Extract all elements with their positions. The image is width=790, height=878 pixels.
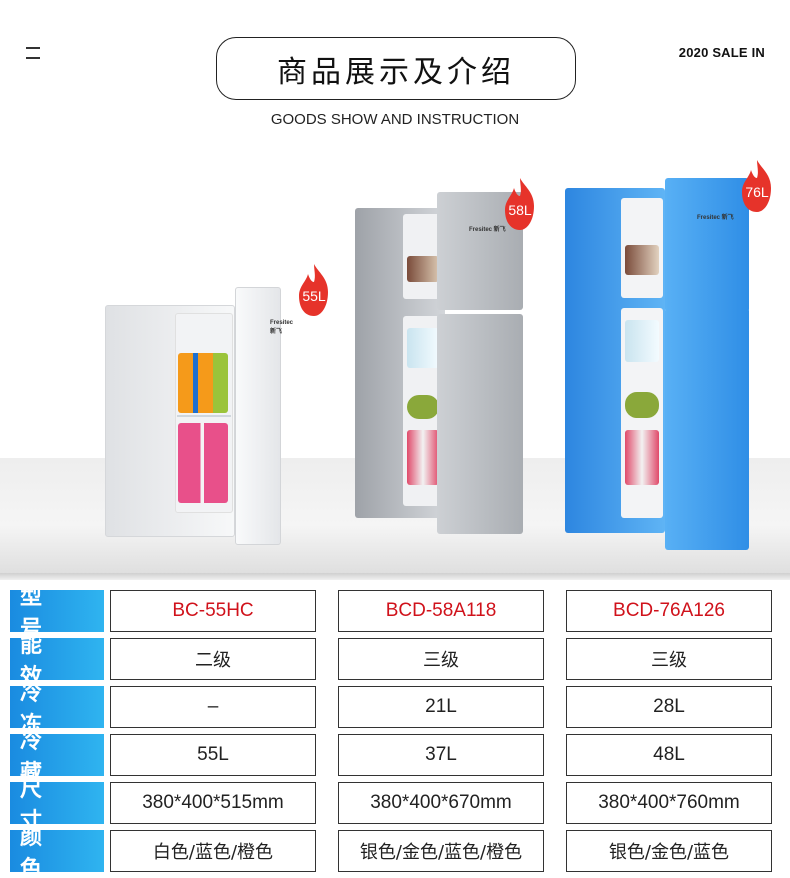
fruit <box>407 395 439 419</box>
page-subtitle: GOODS SHOW AND INSTRUCTION <box>270 111 520 128</box>
spec-cell: 37L <box>338 734 544 776</box>
spec-cell: 55L <box>110 734 316 776</box>
flame-icon <box>742 160 771 212</box>
product-showcase: Fresitec 新飞 Fresitec 新飞 Fresitec 新飞 55L … <box>0 140 790 580</box>
page-title: 商品展示及介绍 <box>216 37 576 100</box>
drink-bottles <box>178 423 228 503</box>
spec-cell: 380*400*515mm <box>110 782 316 824</box>
spec-row-size: 尺 寸 380*400*515mm 380*400*670mm 380*400*… <box>10 777 772 834</box>
ice-cream-tubs <box>625 245 659 275</box>
water-bottles <box>625 320 659 362</box>
spec-row-color: 颜 色 白色/蓝色/橙色 银色/金色/蓝色/橙色 银色/金色/蓝色 <box>10 825 772 878</box>
floor-edge <box>0 573 790 580</box>
fruit <box>625 392 659 418</box>
spec-cell: 银色/金色/蓝色 <box>566 830 772 872</box>
fridge-door[interactable] <box>665 308 749 550</box>
spec-cell: BC-55HC <box>110 590 316 632</box>
capacity-badge-76l: 76L <box>737 158 777 214</box>
sale-tag: 2020 SALE IN <box>678 45 765 60</box>
product-fridge-55l[interactable]: Fresitec 新飞 <box>105 287 293 545</box>
spec-cell: BCD-58A118 <box>338 590 544 632</box>
brand-logo: Fresitec 新飞 <box>270 320 294 335</box>
capacity-badge-55l: 55L <box>294 262 334 318</box>
spec-cell: 48L <box>566 734 772 776</box>
drink-bottles <box>625 430 659 485</box>
spec-cell: 银色/金色/蓝色/橙色 <box>338 830 544 872</box>
brand-logo: Fresitec 新飞 <box>469 227 506 233</box>
drink-bottles <box>407 430 439 485</box>
spec-cell: 白色/蓝色/橙色 <box>110 830 316 872</box>
product-fridge-58l[interactable]: Fresitec 新飞 <box>355 192 535 545</box>
spec-cell: 380*400*670mm <box>338 782 544 824</box>
spec-row-model: 型 号 BC-55HC BCD-58A118 BCD-76A126 <box>10 585 772 642</box>
spec-cell: – <box>110 686 316 728</box>
spec-cell: 三级 <box>338 638 544 680</box>
spec-row-fridge: 冷 藏 55L 37L 48L <box>10 729 772 786</box>
freezer-door[interactable] <box>665 178 749 312</box>
spec-cell: 21L <box>338 686 544 728</box>
soda-cans <box>178 353 228 413</box>
row-label: 能 效 <box>10 633 104 690</box>
water-bottles <box>407 328 439 368</box>
spec-row-efficiency: 能 效 二级 三级 三级 <box>10 633 772 690</box>
spec-cell: 二级 <box>110 638 316 680</box>
brand-logo: Fresitec 新飞 <box>697 215 734 221</box>
fridge-door[interactable] <box>437 314 523 534</box>
shelf <box>177 415 231 417</box>
spec-cell: BCD-76A126 <box>566 590 772 632</box>
row-label: 颜 色 <box>10 825 104 878</box>
capacity-badge-58l: 58L <box>500 176 540 232</box>
product-fridge-76l[interactable]: Fresitec 新飞 <box>565 178 755 555</box>
flame-icon <box>505 178 534 230</box>
spec-cell: 380*400*760mm <box>566 782 772 824</box>
menu-icon[interactable] <box>26 47 40 59</box>
spec-row-freezer: 冷 冻 – 21L 28L <box>10 681 772 738</box>
row-label: 冷 冻 <box>10 681 104 738</box>
fridge-door[interactable] <box>235 287 281 545</box>
row-label: 冷 藏 <box>10 729 104 786</box>
flame-icon <box>299 264 328 316</box>
row-label: 尺 寸 <box>10 777 104 834</box>
spec-cell: 28L <box>566 686 772 728</box>
row-label: 型 号 <box>10 585 104 642</box>
spec-cell: 三级 <box>566 638 772 680</box>
ice-cream-tubs <box>407 256 439 282</box>
